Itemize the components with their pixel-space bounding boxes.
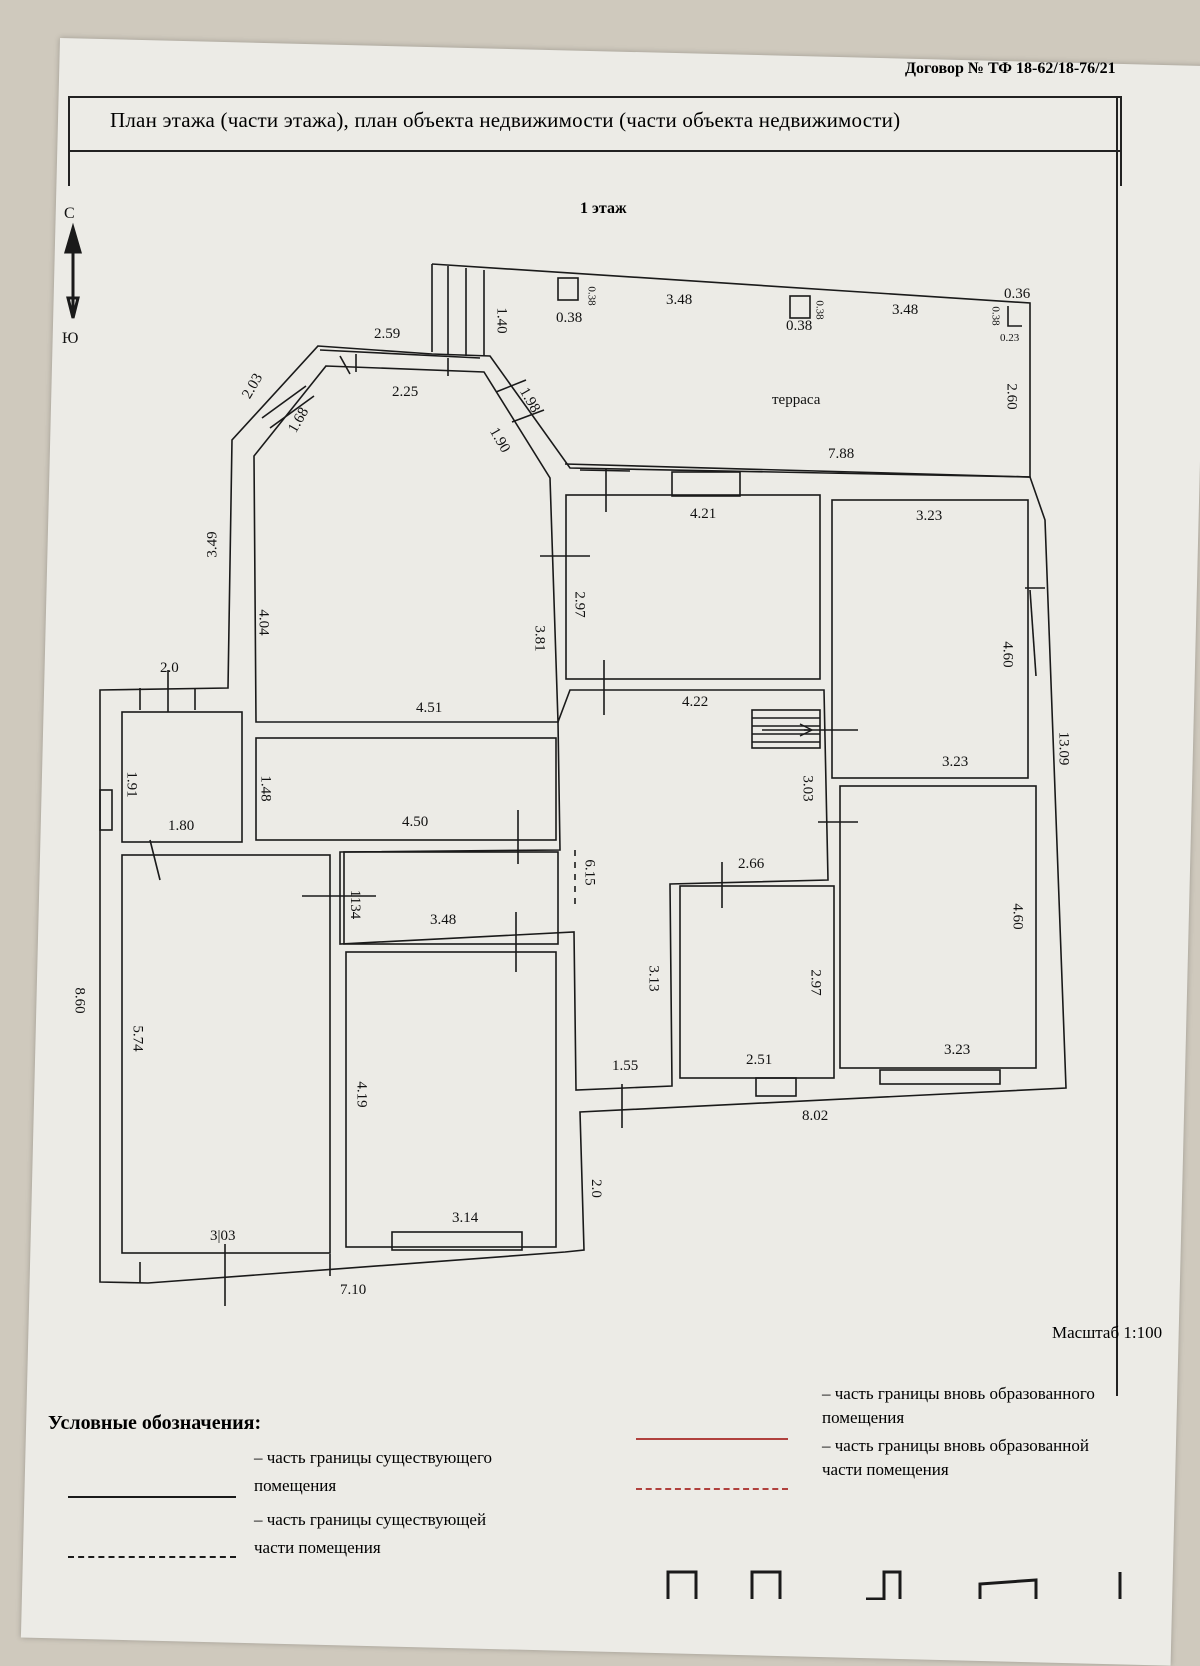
- dim-label: 3.23: [944, 1042, 971, 1058]
- dim-label: 1.80: [168, 818, 195, 834]
- dim-label: 4.60: [999, 641, 1016, 668]
- dim-label: 3.48: [666, 292, 693, 308]
- terrace-label: терраса: [772, 392, 821, 408]
- dim-label: 2.59: [374, 326, 401, 342]
- legend-existing-part: – часть границы существующей части помещ…: [254, 1510, 487, 1557]
- dim-label: 1.55: [612, 1058, 639, 1074]
- dim-label: 3.48: [430, 912, 457, 928]
- dim-label: 8.60: [71, 987, 88, 1014]
- dim-label: 3.03: [799, 775, 816, 802]
- door-symbol-icon: [666, 1570, 698, 1599]
- room-421x297: [565, 494, 821, 680]
- dim-label: 4.19: [353, 1081, 370, 1108]
- room-134x348: [343, 851, 559, 945]
- dim-label: 5.74: [129, 1025, 146, 1052]
- title-divider: [68, 150, 1122, 152]
- opening-symbol-icon: [866, 1570, 902, 1600]
- stair-arrow-icon: [762, 723, 814, 737]
- room-323x460-bottom: [839, 785, 1037, 1069]
- dim-label: 2.25: [392, 384, 419, 400]
- frame-right-border: [1116, 96, 1118, 1396]
- legend-title: Условные обозначения:: [48, 1412, 262, 1434]
- dim-label: 1134: [347, 889, 364, 920]
- room-574x303: [121, 854, 331, 1254]
- legend-symbols: [666, 1570, 1122, 1600]
- legend-new-room: – часть границы вновь образованного поме…: [822, 1384, 1095, 1427]
- legend-new-room-line: [636, 1438, 788, 1440]
- room-419x314: [345, 951, 557, 1248]
- room-323x460-top: [831, 499, 1029, 779]
- floor-plan-drawing: [64, 222, 1067, 1306]
- dim-label: 7.10: [340, 1282, 367, 1298]
- dim-label: 0.38: [585, 286, 598, 306]
- window-symbol-icon: [750, 1570, 782, 1599]
- dim-label: 0.38: [989, 306, 1002, 326]
- outer-wall: [99, 345, 1067, 1284]
- page-title: План этажа (части этажа), план объекта н…: [110, 108, 901, 132]
- dim-label: 0.36: [1004, 286, 1031, 302]
- terrace-column-2: [789, 295, 811, 319]
- dim-label: 4.22: [682, 694, 709, 710]
- dim-label: 1.40: [493, 307, 510, 334]
- dim-label: 3|03: [210, 1228, 236, 1244]
- dim-label: 3.23: [916, 508, 943, 524]
- dim-label: 7.88: [828, 446, 855, 462]
- legend-existing-room-line: [68, 1496, 236, 1498]
- dim-label: 0.38: [813, 300, 826, 320]
- dim-label: 2.66: [738, 856, 765, 872]
- dim-label: 3.14: [452, 1210, 479, 1226]
- dim-label: 1.91: [123, 771, 140, 798]
- dim-label: 8.02: [802, 1108, 829, 1124]
- dim-label: 2.60: [1003, 383, 1020, 410]
- terrace-outline: [431, 263, 1031, 478]
- dim-label: 6.15: [581, 859, 598, 886]
- scale-label: Масштаб 1:100: [1052, 1323, 1163, 1342]
- contract-number: Договор № ТФ 18-62/18-76/21: [905, 60, 1116, 77]
- dim-label: 2.0: [160, 660, 179, 676]
- entrance-steps: [431, 264, 485, 356]
- dim-label: 4.50: [402, 814, 429, 830]
- stair-symbol-icon: [978, 1578, 1038, 1599]
- hall: [339, 689, 829, 1091]
- dim-label: 4.60: [1009, 903, 1026, 930]
- compass-arrow-icon: [64, 222, 82, 319]
- room-191x180: [121, 711, 243, 843]
- floor-label: 1 этаж: [580, 200, 627, 217]
- dim-label: 3.49: [204, 531, 221, 558]
- terrace-column-3: [1007, 306, 1022, 327]
- title-box: План этажа (части этажа), план объекта н…: [68, 96, 1122, 186]
- dim-label: 0.38: [786, 318, 813, 334]
- legend-existing-room: – часть границы существующего помещения: [254, 1448, 492, 1495]
- dim-label: 2.97: [807, 969, 824, 996]
- dim-label: 0.23: [1000, 332, 1020, 344]
- dim-label: 3.48: [892, 302, 919, 318]
- terrace-column-1: [557, 277, 579, 301]
- compass-south-label: Ю: [62, 330, 79, 347]
- dim-label: 1.48: [257, 775, 274, 802]
- dim-label: 2.97: [571, 591, 588, 618]
- staircase: [751, 709, 821, 749]
- room-148x450: [255, 737, 557, 841]
- dim-label: 4.21: [690, 506, 717, 522]
- dim-label: 4.04: [255, 609, 272, 636]
- legend-new-part: – часть границы вновь образованной части…: [822, 1436, 1089, 1479]
- dim-label: 3.81: [531, 625, 548, 652]
- dim-label: 0.38: [556, 310, 583, 326]
- dim-label: 3.23: [942, 754, 969, 770]
- dim-label: 4.51: [416, 700, 443, 716]
- compass-north-label: С: [64, 205, 75, 222]
- dim-label: 2.51: [746, 1052, 773, 1068]
- dim-label: 2.0: [587, 1179, 604, 1198]
- dim-label: 13.09: [1055, 731, 1072, 766]
- legend-existing-part-line: [68, 1556, 236, 1558]
- dim-label: 3.13: [645, 965, 662, 992]
- legend-new-part-line: [636, 1488, 788, 1490]
